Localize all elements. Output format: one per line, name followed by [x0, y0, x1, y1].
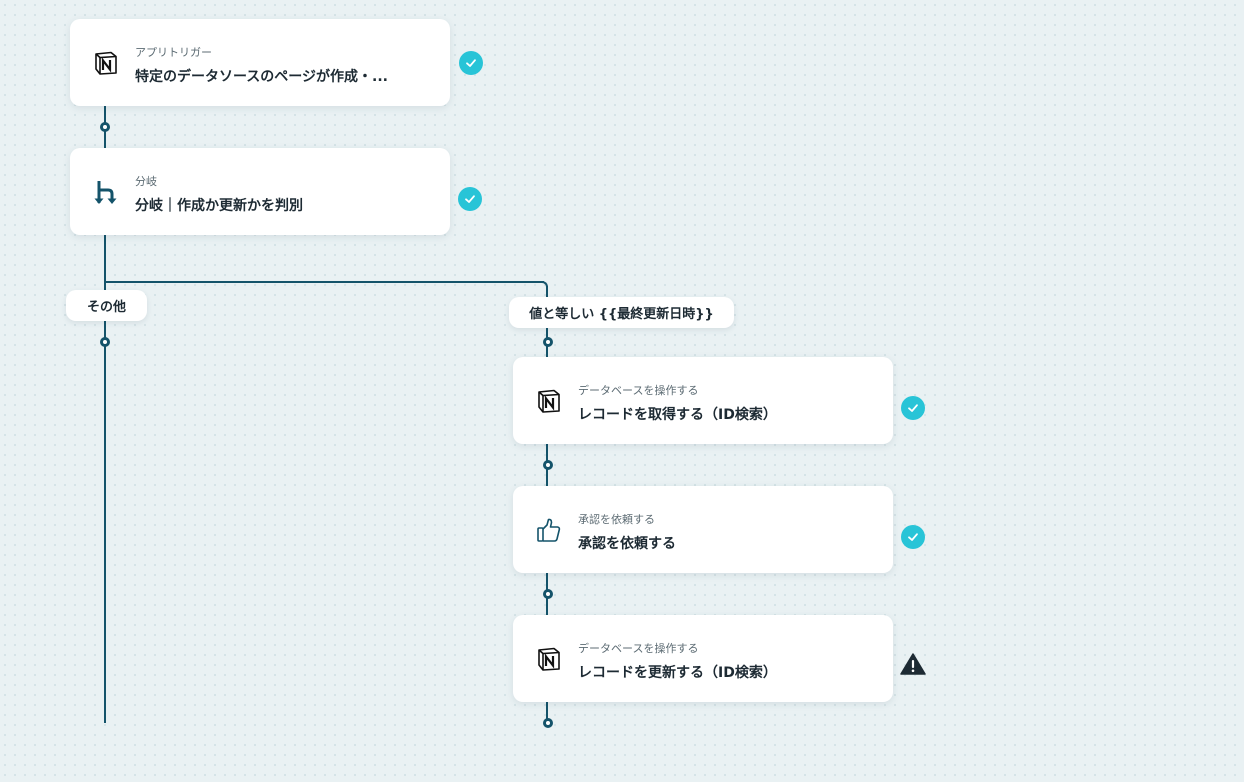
branch-icon — [92, 178, 120, 206]
connector-line — [104, 235, 106, 723]
step-title: 承認を依頼する — [578, 536, 676, 552]
add-step-node[interactable] — [100, 337, 110, 347]
step-subtitle: データベースを操作する — [578, 642, 699, 655]
step-title: レコードを取得する（ID検索） — [578, 407, 777, 423]
branch-split-line — [104, 281, 544, 283]
warning-icon — [900, 652, 926, 676]
add-step-node[interactable] — [543, 589, 553, 599]
notion-icon — [92, 49, 120, 77]
branch-corner — [538, 281, 548, 291]
step-subtitle: 承認を依頼する — [578, 513, 655, 526]
success-check-icon — [459, 51, 483, 75]
success-check-icon — [901, 396, 925, 420]
step-card-get-record[interactable]: データベースを操作する レコードを取得する（ID検索） — [513, 357, 893, 444]
notion-icon — [535, 645, 563, 673]
step-subtitle: データベースを操作する — [578, 384, 699, 397]
connector-line — [546, 702, 548, 723]
success-check-icon — [458, 187, 482, 211]
step-title: 特定のデータソースのページが作成・... — [135, 69, 388, 85]
add-step-node[interactable] — [543, 718, 553, 728]
add-step-node[interactable] — [543, 337, 553, 347]
step-card-approval[interactable]: 承認を依頼する 承認を依頼する — [513, 486, 893, 573]
success-check-icon — [901, 525, 925, 549]
add-step-node[interactable] — [100, 122, 110, 132]
step-card-trigger[interactable]: アプリトリガー 特定のデータソースのページが作成・... — [70, 19, 450, 106]
step-subtitle: アプリトリガー — [135, 46, 212, 59]
step-title: 分岐｜作成か更新かを判別 — [135, 198, 303, 214]
connector-line — [546, 286, 548, 297]
branch-label-condition[interactable]: 値と等しい {{最終更新日時}} — [509, 297, 734, 328]
step-card-update-record[interactable]: データベースを操作する レコードを更新する（ID検索） — [513, 615, 893, 702]
add-step-node[interactable] — [543, 460, 553, 470]
step-card-branch[interactable]: 分岐 分岐｜作成か更新かを判別 — [70, 148, 450, 235]
step-subtitle: 分岐 — [135, 175, 157, 188]
branch-label-other[interactable]: その他 — [66, 290, 147, 321]
thumbs-up-icon — [535, 516, 563, 544]
notion-icon — [535, 387, 563, 415]
step-title: レコードを更新する（ID検索） — [578, 665, 777, 681]
